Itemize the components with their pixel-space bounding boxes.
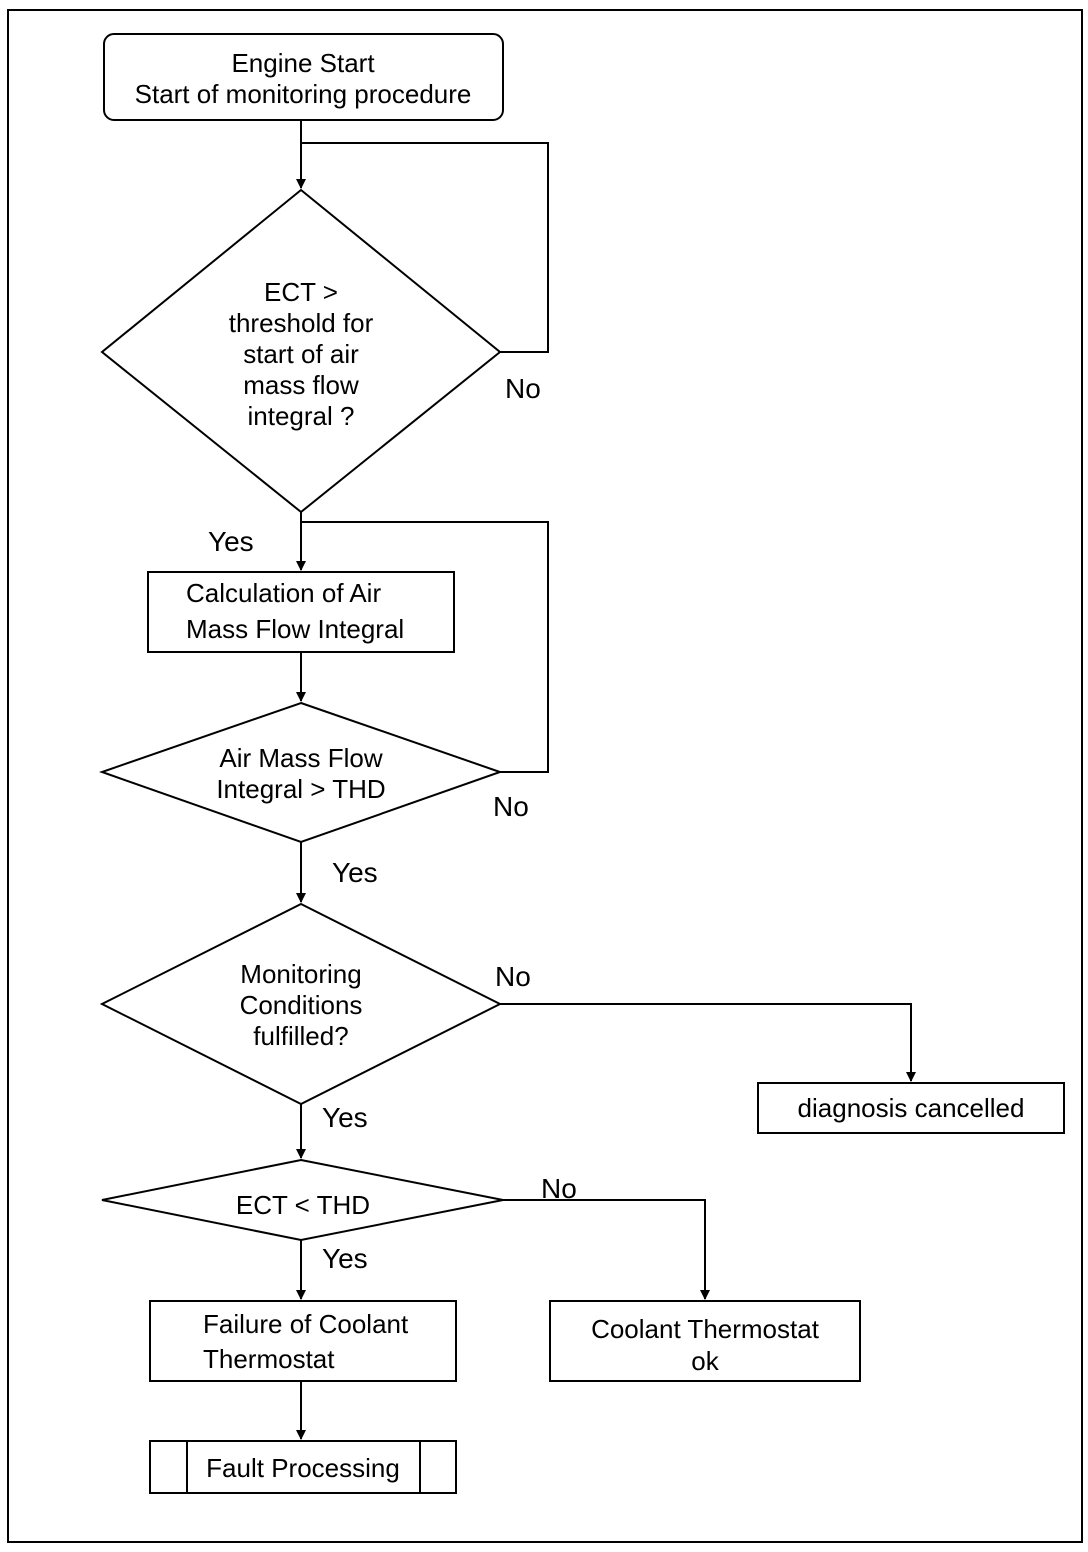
- edge-integral-thd-no-loop: [301, 521, 549, 773]
- thermostat-ok-line-1: Coolant Thermostat: [591, 1314, 820, 1344]
- monitoring-conditions-yes-label: Yes: [322, 1102, 368, 1133]
- monitoring-conditions-line-2: Conditions: [240, 990, 363, 1020]
- decision-integral-thd: Air Mass Flow Integral > THD: [98, 701, 504, 844]
- ect-thd-yes-label: Yes: [322, 1243, 368, 1274]
- thermostat-ok-line-2: ok: [691, 1346, 719, 1376]
- monitoring-conditions-line-1: Monitoring: [240, 959, 361, 989]
- start-line-2: Start of monitoring procedure: [135, 79, 472, 109]
- calc-integral-line-1: Calculation of Air: [186, 578, 381, 608]
- edge-monitoring-conditions-no: [500, 1003, 916, 1082]
- integral-thd-line-2: Integral > THD: [216, 774, 385, 804]
- calc-integral-line-2: Mass Flow Integral: [186, 614, 404, 644]
- terminal-diagnosis-cancelled: diagnosis cancelled: [757, 1082, 1065, 1134]
- edge-ect-thd-no: [503, 1199, 710, 1300]
- ect-threshold-line-2: threshold for: [229, 308, 374, 338]
- integral-thd-line-1: Air Mass Flow: [219, 743, 382, 773]
- ect-threshold-line-1: ECT >: [264, 277, 338, 307]
- decision-ect-threshold: ECT > threshold for start of air mass fl…: [100, 188, 502, 514]
- process-calc-integral: Calculation of Air Mass Flow Integral: [147, 571, 455, 653]
- decision-monitoring-conditions: Monitoring Conditions fulfilled?: [99, 902, 503, 1106]
- failure-thermostat-line-1: Failure of Coolant: [203, 1309, 409, 1339]
- diagnosis-cancelled-label: diagnosis cancelled: [798, 1093, 1025, 1123]
- ect-thd-label: ECT < THD: [236, 1190, 370, 1220]
- process-failure-thermostat: Failure of Coolant Thermostat: [149, 1300, 457, 1382]
- failure-thermostat-line-2: Thermostat: [203, 1344, 335, 1374]
- integral-thd-no-label: No: [493, 791, 529, 822]
- ect-threshold-line-3: start of air: [243, 339, 359, 369]
- decision-ect-thd: ECT < THD: [101, 1158, 504, 1242]
- monitoring-conditions-no-label: No: [495, 961, 531, 992]
- ect-threshold-line-5: integral ?: [248, 401, 355, 431]
- ect-threshold-no-label: No: [505, 373, 541, 404]
- integral-thd-yes-label: Yes: [332, 857, 378, 888]
- start-line-1: Engine Start: [231, 48, 375, 78]
- ect-threshold-line-4: mass flow: [243, 370, 359, 400]
- terminal-thermostat-ok: Coolant Thermostat ok: [549, 1300, 861, 1382]
- fault-processing-label: Fault Processing: [206, 1453, 400, 1483]
- monitoring-conditions-line-3: fulfilled?: [253, 1021, 348, 1051]
- ect-thd-no-label: No: [541, 1173, 577, 1204]
- ect-threshold-yes-label: Yes: [208, 526, 254, 557]
- predefined-process-fault-processing: Fault Processing: [149, 1440, 457, 1494]
- diagram-frame: [7, 9, 1083, 1543]
- edge-ect-threshold-no-loop: [301, 142, 549, 353]
- start-terminal: Engine Start Start of monitoring procedu…: [103, 33, 504, 121]
